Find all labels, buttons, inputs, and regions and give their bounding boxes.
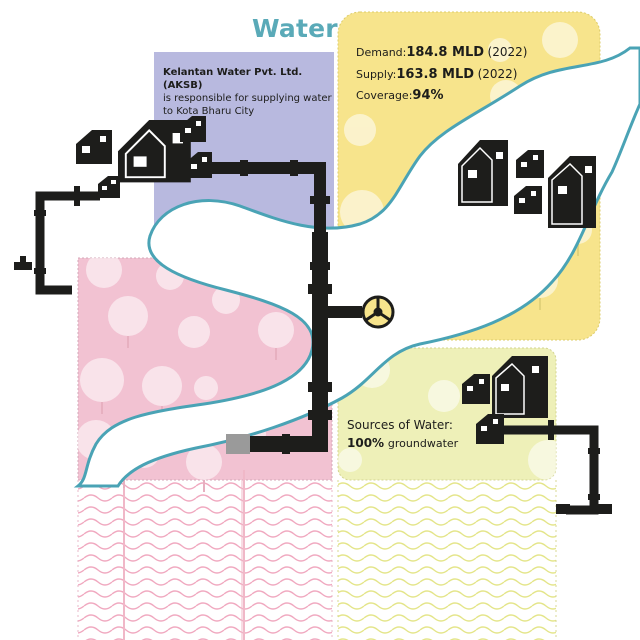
- sources-percent: 100%: [347, 436, 385, 450]
- house-icon: [180, 116, 206, 142]
- operator-name: Kelantan Water Pvt. Ltd. (AKSB): [163, 67, 303, 91]
- house-icon: [462, 374, 490, 404]
- house-icon: [76, 130, 112, 164]
- supply-year: (2022): [477, 67, 518, 81]
- page-title: Water: [252, 14, 338, 43]
- house-icon: [186, 152, 212, 178]
- groundwater-waves-right: [338, 480, 556, 640]
- valve-wheel-icon: [361, 295, 395, 329]
- sources-of-water: Sources of Water: 100% groundwater: [347, 416, 458, 453]
- demand-year: (2022): [487, 45, 528, 59]
- house-icon: [476, 414, 504, 444]
- coverage-value: 94%: [412, 88, 444, 103]
- coverage-label: Coverage:: [356, 89, 413, 102]
- house-icon: [514, 186, 542, 214]
- operator-description: Kelantan Water Pvt. Ltd. (AKSB) is respo…: [163, 66, 343, 118]
- sources-type: groundwater: [387, 437, 459, 450]
- house-icon: [492, 356, 548, 418]
- operator-text-line2: to Kota Bharu City: [163, 106, 255, 117]
- pipe-outlet: [226, 434, 250, 454]
- house-icon: [98, 176, 120, 198]
- demand-label: Demand:: [356, 46, 407, 59]
- faucet-icon: [556, 504, 612, 514]
- house-icon: [458, 140, 508, 206]
- pipe-joints: [34, 160, 600, 500]
- groundwater-waves-left: [78, 480, 332, 640]
- sources-label: Sources of Water:: [347, 418, 453, 432]
- house-icon: [516, 150, 544, 178]
- supply-stat: Supply:163.8 MLD (2022): [356, 67, 517, 82]
- house-icon: [548, 156, 596, 228]
- demand-stat: Demand:184.8 MLD (2022): [356, 45, 527, 60]
- house-icon: [118, 120, 191, 183]
- supply-value: 163.8 MLD: [396, 67, 475, 82]
- supply-label: Supply:: [356, 68, 397, 81]
- demand-value: 184.8 MLD: [406, 45, 485, 60]
- operator-text-line1: is responsible for supplying water: [163, 93, 332, 104]
- coverage-stat: Coverage:94%: [356, 89, 444, 103]
- faucet-icon: [14, 256, 32, 270]
